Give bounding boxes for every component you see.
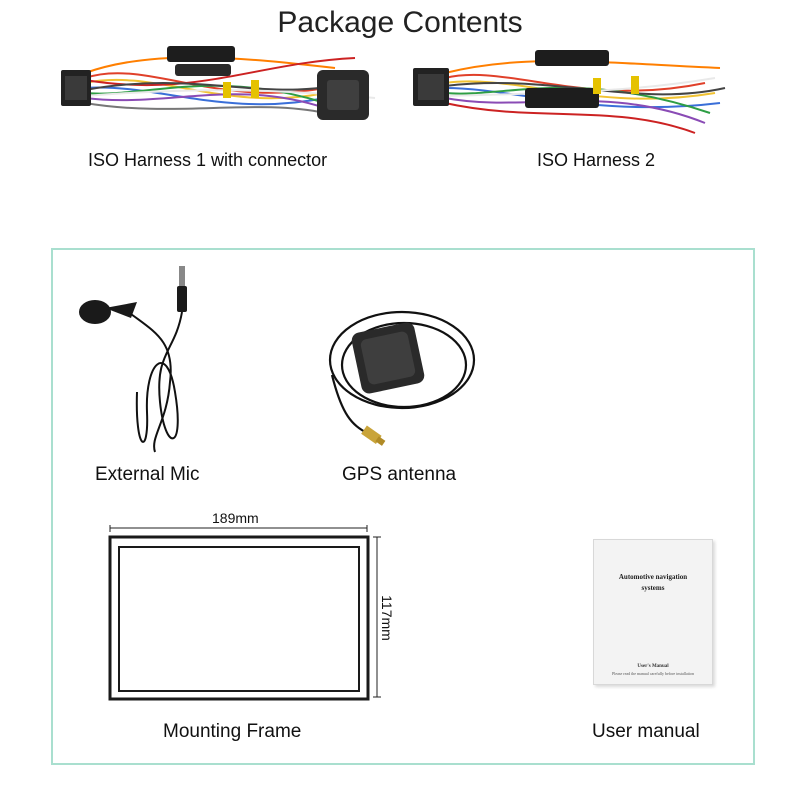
page-title: Package Contents <box>277 6 523 39</box>
gps-antenna-image <box>328 310 476 446</box>
accessories-panel <box>51 248 755 765</box>
mounting-frame-image <box>108 525 381 701</box>
external-mic-image <box>79 266 187 453</box>
frame-width-label: 189mm <box>212 510 259 526</box>
manual-cover-note: Please read the manual carefully before … <box>612 671 694 676</box>
manual-cover-title: Automotive navigation systems <box>618 573 688 592</box>
gps-antenna-caption: GPS antenna <box>342 464 457 485</box>
external-mic-caption: External Mic <box>95 464 200 485</box>
mounting-frame-caption: Mounting Frame <box>163 721 302 742</box>
iso-harness-1-image <box>61 46 376 120</box>
frame-height-label: 117mm <box>378 595 395 641</box>
user-manual-image: Automotive navigation systems User's Man… <box>593 539 713 685</box>
user-manual-caption: User manual <box>592 721 700 742</box>
iso-harness-2-image <box>413 50 726 134</box>
manual-cover-subtitle: User's Manual <box>637 664 669 669</box>
iso-harness-1-caption: ISO Harness 1 with connector <box>88 150 328 170</box>
iso-harness-2-caption: ISO Harness 2 <box>537 150 656 170</box>
